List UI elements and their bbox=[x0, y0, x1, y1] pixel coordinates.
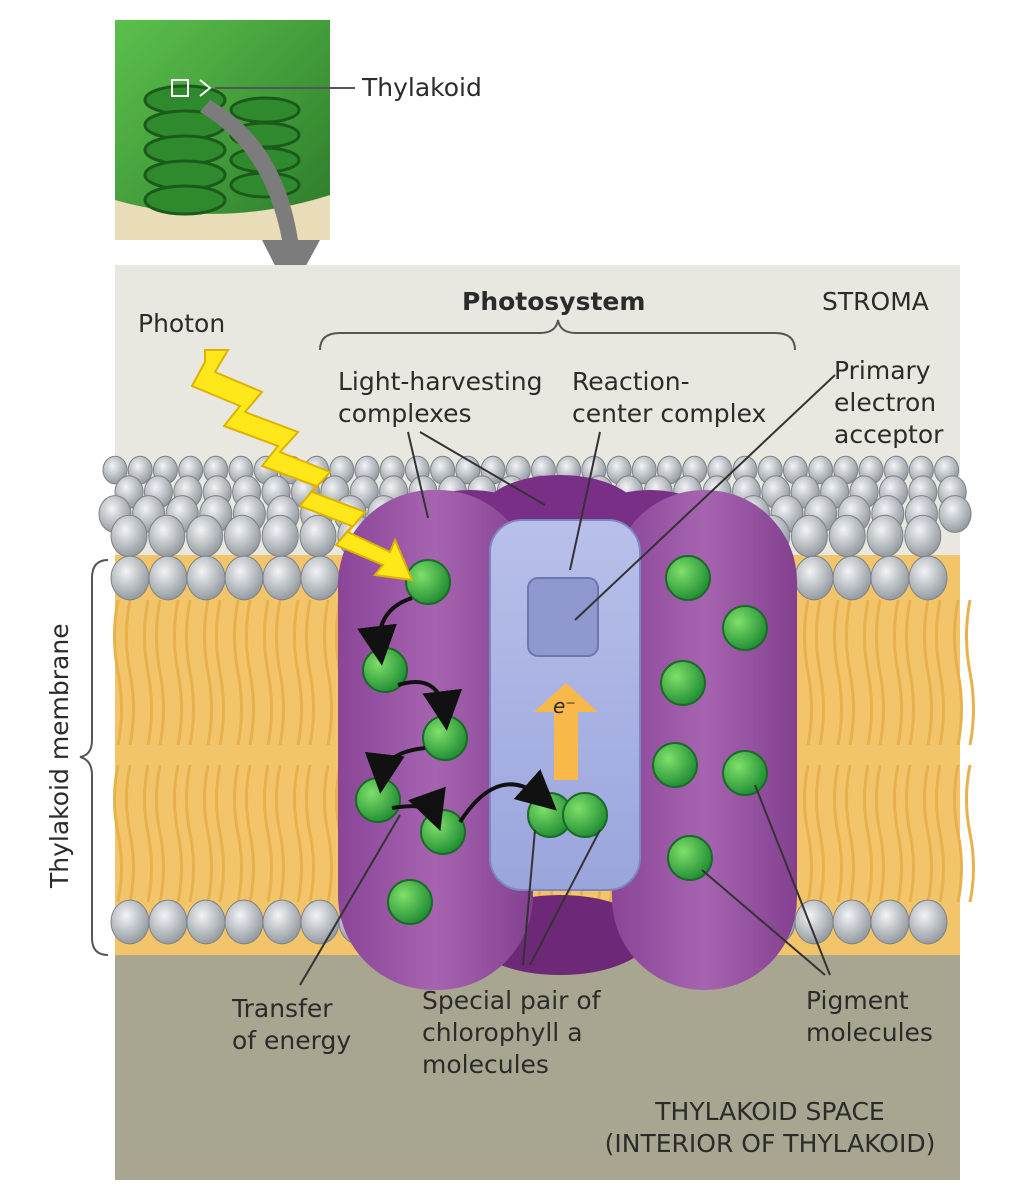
label-thylakoid: Thylakoid bbox=[362, 73, 482, 102]
zoom-arrow-icon bbox=[200, 100, 320, 295]
thylakoid-space-region bbox=[115, 955, 960, 1180]
primary-electron-acceptor bbox=[527, 577, 599, 657]
label-photosystem: Photosystem bbox=[462, 287, 646, 316]
label-electron: e⁻ bbox=[553, 694, 576, 718]
electron-arrow-icon bbox=[534, 683, 598, 780]
label-thylakoid-membrane: Thylakoid membrane bbox=[45, 623, 74, 888]
special-pair-right bbox=[562, 792, 608, 838]
label-special-pair: Special pair of chlorophyll a molecules bbox=[422, 986, 601, 1079]
photon-icon bbox=[190, 349, 414, 582]
label-stroma: STROMA bbox=[822, 287, 929, 316]
leader-lines bbox=[299, 374, 836, 986]
energy-transfer-arrows bbox=[357, 596, 557, 832]
chloroplast-inset bbox=[115, 20, 330, 240]
label-pigment-molecules: Pigment molecules bbox=[806, 986, 933, 1047]
membrane-brace bbox=[79, 559, 109, 956]
label-reaction-center: Reaction- center complex bbox=[572, 367, 767, 428]
label-light-harvesting: Light-harvesting complexes bbox=[338, 367, 543, 428]
label-photon: Photon bbox=[138, 309, 226, 338]
photosystem-brace bbox=[319, 319, 796, 351]
label-primary-acceptor: Primary electron acceptor bbox=[834, 356, 944, 449]
label-transfer-of-energy: Transfer of energy bbox=[232, 994, 352, 1055]
label-thylakoid-space: THYLAKOID SPACE (INTERIOR OF THYLAKOID) bbox=[604, 1097, 936, 1158]
